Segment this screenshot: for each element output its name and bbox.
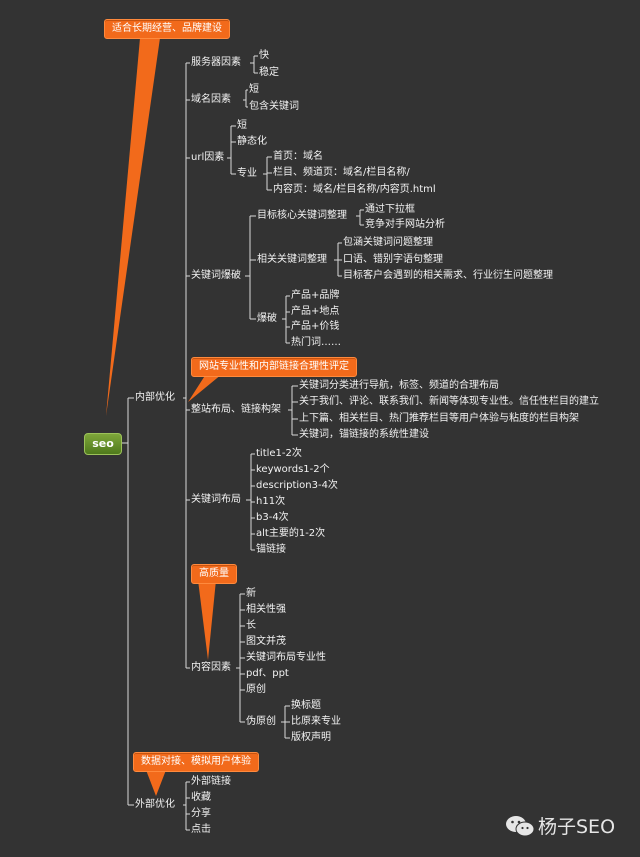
leaf: 关键词布局专业性 [246, 652, 326, 663]
leaf: 图文并茂 [246, 636, 286, 647]
leaf: 新 [246, 588, 256, 599]
leaf: 快 [259, 50, 269, 61]
leaf: alt主要的1-2次 [256, 528, 326, 539]
leaf: 收藏 [191, 792, 211, 803]
leaf: 内容页：域名/栏目名称/内容页.html [273, 184, 436, 195]
leaf: 静态化 [237, 136, 267, 147]
leaf: 栏目、频道页：域名/栏目名称/ [273, 167, 410, 178]
node-site-layout: 整站布局、链接构架 [191, 404, 281, 415]
leaf: 竞争对手网站分析 [365, 219, 445, 230]
node-url: url因素 [191, 152, 225, 163]
node-kw-explode: 爆破 [257, 313, 277, 324]
node-url-pro: 专业 [237, 168, 257, 179]
node-kw-burst: 关键词爆破 [191, 270, 241, 281]
root-node: seo [84, 433, 122, 455]
leaf: 上下篇、相关栏目、热门推荐栏目等用户体验与粘度的栏目构架 [299, 413, 579, 424]
callout-quality: 高质量 [191, 564, 237, 584]
wechat-icon [506, 816, 535, 837]
leaf: 版权声明 [291, 732, 331, 743]
callout-site: 网站专业性和内部链接合理性评定 [191, 357, 357, 377]
leaf: 稳定 [259, 67, 279, 78]
callout-top: 适合长期经营、品牌建设 [104, 19, 230, 39]
node-kw-core: 目标核心关键词整理 [257, 210, 347, 221]
leaf: 相关性强 [246, 604, 286, 615]
leaf: 口语、错别字语句整理 [343, 254, 443, 265]
leaf: 关于我们、评论、联系我们、新闻等体现专业性。信任性栏目的建立 [299, 396, 599, 407]
leaf: 短 [249, 84, 259, 95]
leaf: 关键词分类进行导航，标签、频道的合理布局 [299, 380, 499, 391]
leaf: pdf、ppt [246, 668, 289, 679]
leaf: 包涵关键词问题整理 [343, 237, 433, 248]
leaf: 点击 [191, 824, 211, 835]
branch-external: 外部优化 [135, 799, 175, 810]
leaf: 外部链接 [191, 776, 231, 787]
leaf: 包含关键词 [249, 101, 299, 112]
node-kw-layout: 关键词布局 [191, 494, 241, 505]
leaf: 关键词，锚链接的系统性建设 [299, 429, 429, 440]
watermark-text: 杨子SEO [538, 816, 616, 838]
branch-internal: 内部优化 [135, 392, 175, 403]
leaf: 长 [246, 620, 256, 631]
leaf: 通过下拉框 [365, 204, 415, 215]
leaf: title1-2次 [256, 448, 302, 459]
leaf: 分享 [191, 808, 211, 819]
leaf: 产品+价钱 [291, 321, 340, 332]
leaf: 热门词…… [291, 337, 341, 348]
leaf: 锚链接 [256, 544, 286, 555]
node-content: 内容因素 [191, 662, 231, 673]
leaf: 首页：域名 [273, 151, 323, 162]
node-kw-related: 相关关键词整理 [257, 254, 327, 265]
leaf: 产品+品牌 [291, 290, 340, 301]
leaf: 原创 [246, 684, 266, 695]
leaf: 产品+地点 [291, 306, 340, 317]
node-pseudo-original: 伪原创 [246, 716, 276, 727]
callout-ux: 数据对接、模拟用户体验 [133, 752, 259, 772]
leaf: keywords1-2个 [256, 464, 330, 475]
leaf: 短 [237, 120, 247, 131]
node-domain: 域名因素 [191, 94, 231, 105]
node-server: 服务器因素 [191, 57, 241, 68]
leaf: 目标客户会遇到的相关需求、行业衍生问题整理 [343, 270, 553, 281]
leaf: description3-4次 [256, 480, 338, 491]
leaf: h11次 [256, 496, 286, 507]
leaf: b3-4次 [256, 512, 289, 523]
leaf: 换标题 [291, 700, 321, 711]
leaf: 比原来专业 [291, 716, 341, 727]
